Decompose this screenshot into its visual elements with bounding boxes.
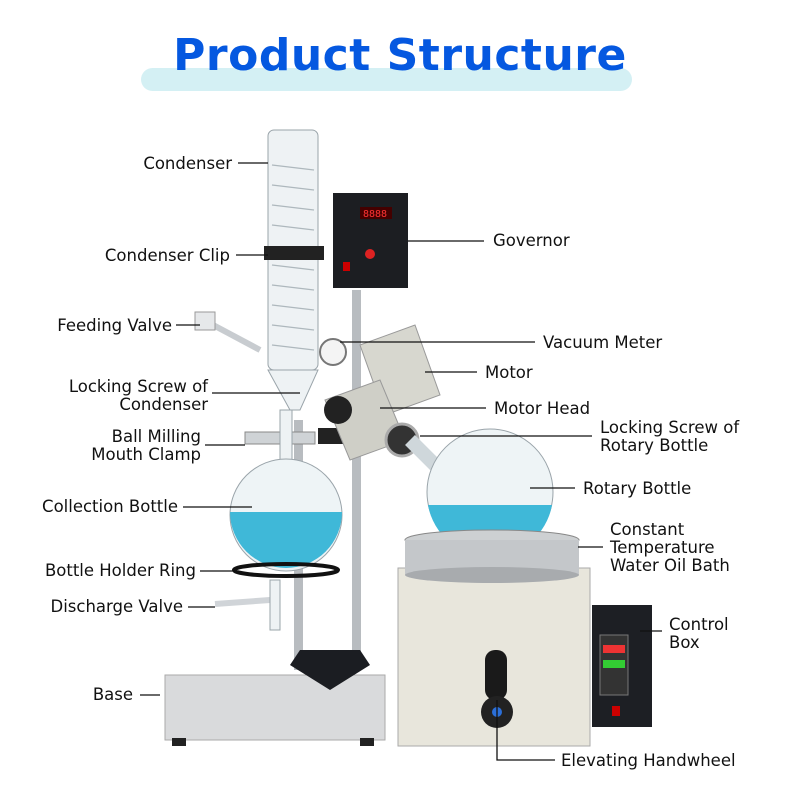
- label-locking-screw-condenser-1: Locking Screw of: [69, 377, 209, 396]
- label-locking-screw-condenser-2: Condenser: [119, 395, 208, 414]
- label-water-oil-bath-1: Constant: [610, 520, 685, 539]
- label-ball-milling-2: Mouth Clamp: [91, 445, 201, 464]
- svg-text:8888: 8888: [363, 209, 387, 220]
- label-bottle-holder-ring: Bottle Holder Ring: [45, 561, 196, 580]
- condenser-clip: [264, 246, 324, 260]
- page-title: Product Structure: [173, 30, 627, 81]
- label-ball-milling-1: Ball Milling: [112, 427, 201, 446]
- label-motor-head: Motor Head: [494, 399, 590, 418]
- support-rod: [352, 290, 361, 670]
- label-base: Base: [93, 685, 133, 704]
- label-condenser-clip: Condenser Clip: [105, 246, 230, 265]
- label-water-oil-bath-2: Temperature: [609, 538, 715, 557]
- base-plate: [164, 674, 386, 741]
- label-rotary-bottle: Rotary Bottle: [583, 479, 691, 498]
- vacuum-meter: [319, 338, 347, 366]
- label-locking-screw-rotary-2: Rotary Bottle: [600, 436, 708, 455]
- label-condenser: Condenser: [143, 154, 232, 173]
- bottle-holder-ring: [232, 562, 340, 578]
- label-discharge-valve: Discharge Valve: [50, 597, 183, 616]
- label-feeding-valve: Feeding Valve: [57, 316, 172, 335]
- label-governor: Governor: [493, 231, 570, 250]
- label-locking-screw-rotary-1: Locking Screw of: [600, 418, 740, 437]
- label-control-box-1: Control: [669, 615, 729, 634]
- label-collection-bottle: Collection Bottle: [42, 497, 178, 516]
- label-control-box-2: Box: [669, 633, 700, 652]
- title-underline-bar: [141, 68, 632, 91]
- label-vacuum-meter: Vacuum Meter: [543, 333, 662, 352]
- label-water-oil-bath-3: Water Oil Bath: [610, 556, 730, 575]
- label-elevating-handwheel: Elevating Handwheel: [561, 751, 736, 770]
- label-motor: Motor: [485, 363, 533, 382]
